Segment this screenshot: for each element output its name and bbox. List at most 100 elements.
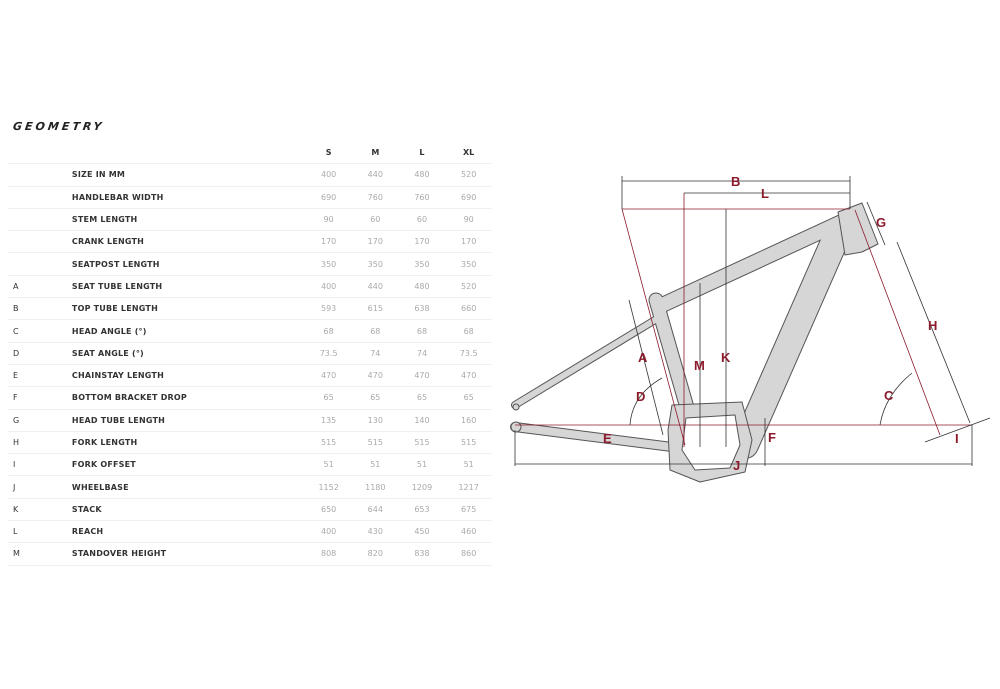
size-header: L <box>398 142 446 165</box>
dimension-value: 515 <box>445 431 492 455</box>
dim-label-G: G <box>876 215 886 230</box>
dimension-value: 51 <box>398 453 446 477</box>
dimension-value: 860 <box>445 542 492 566</box>
dimension-value: 660 <box>445 297 492 321</box>
dimension-label: HANDLEBAR WIDTH <box>71 186 306 209</box>
dimension-letter <box>8 186 72 209</box>
dimension-value: 644 <box>351 498 399 522</box>
dimension-value: 515 <box>305 431 352 455</box>
size-header: S <box>305 142 352 165</box>
dimension-label: STACK <box>71 498 306 522</box>
dimension-value: 400 <box>305 275 352 299</box>
dimension-value: 593 <box>305 297 352 321</box>
dimension-letter: L <box>8 520 72 544</box>
dimension-letter: F <box>8 386 72 410</box>
dimension-value: 690 <box>445 186 492 209</box>
size-header: M <box>351 142 399 165</box>
dimension-value: 480 <box>398 275 446 299</box>
dimension-label: SEAT ANGLE (°) <box>71 342 306 365</box>
dim-label-A: A <box>638 350 648 365</box>
dimension-value: 440 <box>351 275 399 299</box>
dimension-letter: H <box>8 431 72 455</box>
dimension-value: 170 <box>351 230 399 254</box>
dimension-value: 51 <box>445 453 492 477</box>
dimension-letter <box>8 208 72 232</box>
dimension-value: 650 <box>305 498 352 522</box>
dimension-value: 1209 <box>398 475 446 499</box>
dimension-letter: G <box>8 409 72 432</box>
dimension-value: 350 <box>351 252 399 276</box>
dimension-label: SEATPOST LENGTH <box>71 252 306 276</box>
dimension-label: SEAT TUBE LENGTH <box>71 275 306 299</box>
dimension-letter <box>8 230 72 254</box>
dimension-value: 470 <box>398 364 446 388</box>
dimension-labels: B L G H C I A D M K E F J <box>603 174 959 473</box>
dimension-value: 653 <box>398 498 446 522</box>
dimension-value: 515 <box>398 431 446 455</box>
dimension-label: FORK LENGTH <box>71 431 306 455</box>
dimension-letter <box>8 252 72 276</box>
dimension-value: 808 <box>305 542 352 566</box>
dimension-value: 130 <box>351 409 399 432</box>
dimension-letter: J <box>8 475 72 499</box>
dimension-label: REACH <box>71 520 306 544</box>
dimension-value: 470 <box>305 364 352 388</box>
dimension-letter: C <box>8 319 72 343</box>
dimension-value: 140 <box>398 409 446 432</box>
dim-label-C: C <box>884 388 894 403</box>
dim-label-B: B <box>731 174 740 189</box>
table-header: S M L XL <box>8 142 492 165</box>
dimension-value: 480 <box>398 163 446 187</box>
size-header: XL <box>445 142 492 165</box>
dim-label-M: M <box>694 358 705 373</box>
dimension-value: 838 <box>398 542 446 566</box>
dimension-letter: M <box>8 542 72 566</box>
dim-label-E: E <box>603 431 612 446</box>
frame <box>510 202 879 483</box>
dimension-value: 820 <box>351 542 399 566</box>
dimension-letter: B <box>8 297 72 321</box>
dim-label-D: D <box>636 389 645 404</box>
dimension-value: 350 <box>445 252 492 276</box>
dimension-value: 520 <box>445 275 492 299</box>
dimension-letter <box>8 163 72 187</box>
dim-label-J: J <box>733 458 740 473</box>
dimension-label: TOP TUBE LENGTH <box>71 297 306 321</box>
dimension-value: 400 <box>305 520 352 544</box>
dim-label-H: H <box>928 318 937 333</box>
dimension-label: CHAINSTAY LENGTH <box>71 364 306 388</box>
dimension-value: 470 <box>351 364 399 388</box>
dimension-value: 68 <box>305 319 352 343</box>
dimension-value: 515 <box>351 431 399 455</box>
dimension-value: 675 <box>445 498 492 522</box>
dimension-value: 73.5 <box>305 342 352 365</box>
dimension-value: 1152 <box>305 475 352 499</box>
dim-label-L: L <box>761 186 769 201</box>
dimension-value: 440 <box>351 163 399 187</box>
dimension-value: 1180 <box>351 475 399 499</box>
dimension-value: 60 <box>398 208 446 232</box>
dim-label-I: I <box>955 431 959 446</box>
dimension-value: 170 <box>445 230 492 254</box>
dimension-value: 68 <box>351 319 399 343</box>
dimension-value: 135 <box>305 409 352 432</box>
dimension-value: 170 <box>305 230 352 254</box>
dimension-label: BOTTOM BRACKET DROP <box>71 386 306 410</box>
dimension-value: 160 <box>445 409 492 432</box>
dimension-value: 638 <box>398 297 446 321</box>
dimension-label: SIZE IN MM <box>71 163 306 187</box>
dimension-label: STANDOVER HEIGHT <box>71 542 306 566</box>
dimension-value: 65 <box>445 386 492 410</box>
